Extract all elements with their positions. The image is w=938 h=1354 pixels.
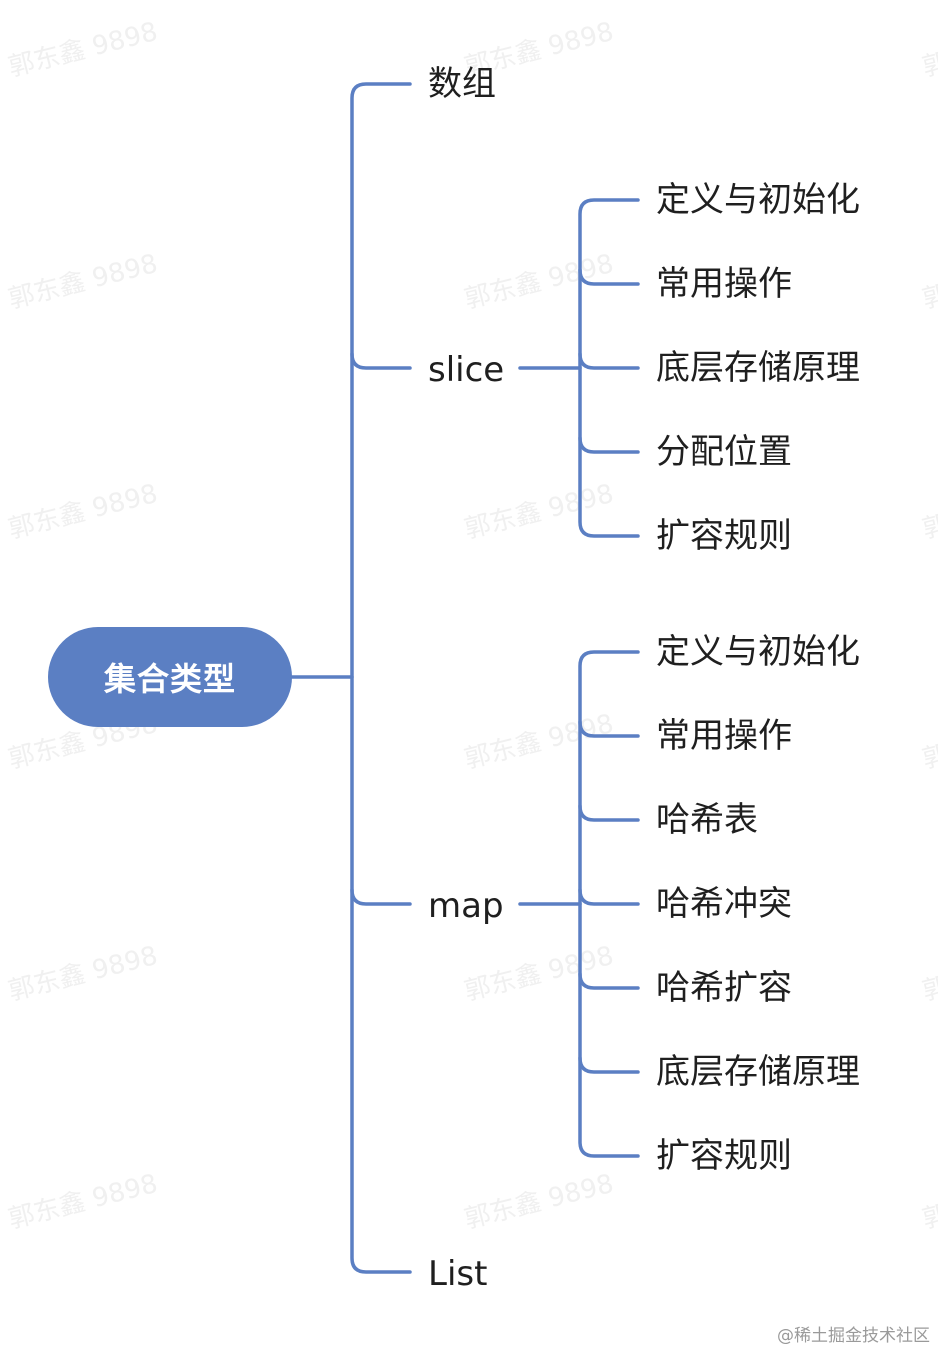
leaf-node[interactable]: 底层存储原理 — [656, 1052, 860, 1092]
branch-node-map[interactable]: map — [428, 886, 504, 926]
leaf-node[interactable]: 定义与初始化 — [656, 180, 860, 220]
map-connector-branch-5 — [578, 1056, 640, 1074]
leaf-node[interactable]: 分配位置 — [656, 432, 792, 472]
leaf-node[interactable]: 哈希扩容 — [656, 968, 792, 1008]
leaf-node[interactable]: 常用操作 — [656, 716, 792, 756]
slice-connector-spine — [578, 198, 640, 538]
slice-connector-branch-2 — [578, 352, 640, 370]
root-node[interactable]: 集合类型 — [48, 627, 292, 727]
slice-connector-branch-1 — [578, 268, 640, 286]
leaf-node[interactable]: 扩容规则 — [656, 1136, 792, 1176]
map-connector-branch-4 — [578, 972, 640, 990]
leaf-node[interactable]: 哈希表 — [656, 800, 758, 840]
root-connector-branch-1 — [350, 352, 412, 370]
root-node-label: 集合类型 — [103, 660, 236, 698]
branch-node-array[interactable]: 数组 — [428, 64, 496, 104]
root-connector-branch-2 — [350, 888, 412, 906]
leaf-node[interactable]: 底层存储原理 — [656, 348, 860, 388]
branch-node-list[interactable]: List — [428, 1254, 488, 1294]
map-connector-branch-1 — [578, 720, 640, 738]
leaf-node[interactable]: 扩容规则 — [656, 516, 792, 556]
map-connector-branch-3 — [578, 888, 640, 906]
slice-connector-branch-3 — [578, 436, 640, 454]
platform-credit: @稀土掘金技术社区 — [777, 1326, 930, 1346]
branch-node-slice[interactable]: slice — [428, 350, 505, 390]
leaf-node[interactable]: 定义与初始化 — [656, 632, 860, 672]
root-connector-spine — [350, 82, 412, 1274]
map-connector-branch-2 — [578, 804, 640, 822]
leaf-node[interactable]: 常用操作 — [656, 264, 792, 304]
leaf-node[interactable]: 哈希冲突 — [656, 884, 792, 924]
map-connector-spine — [578, 650, 640, 1158]
